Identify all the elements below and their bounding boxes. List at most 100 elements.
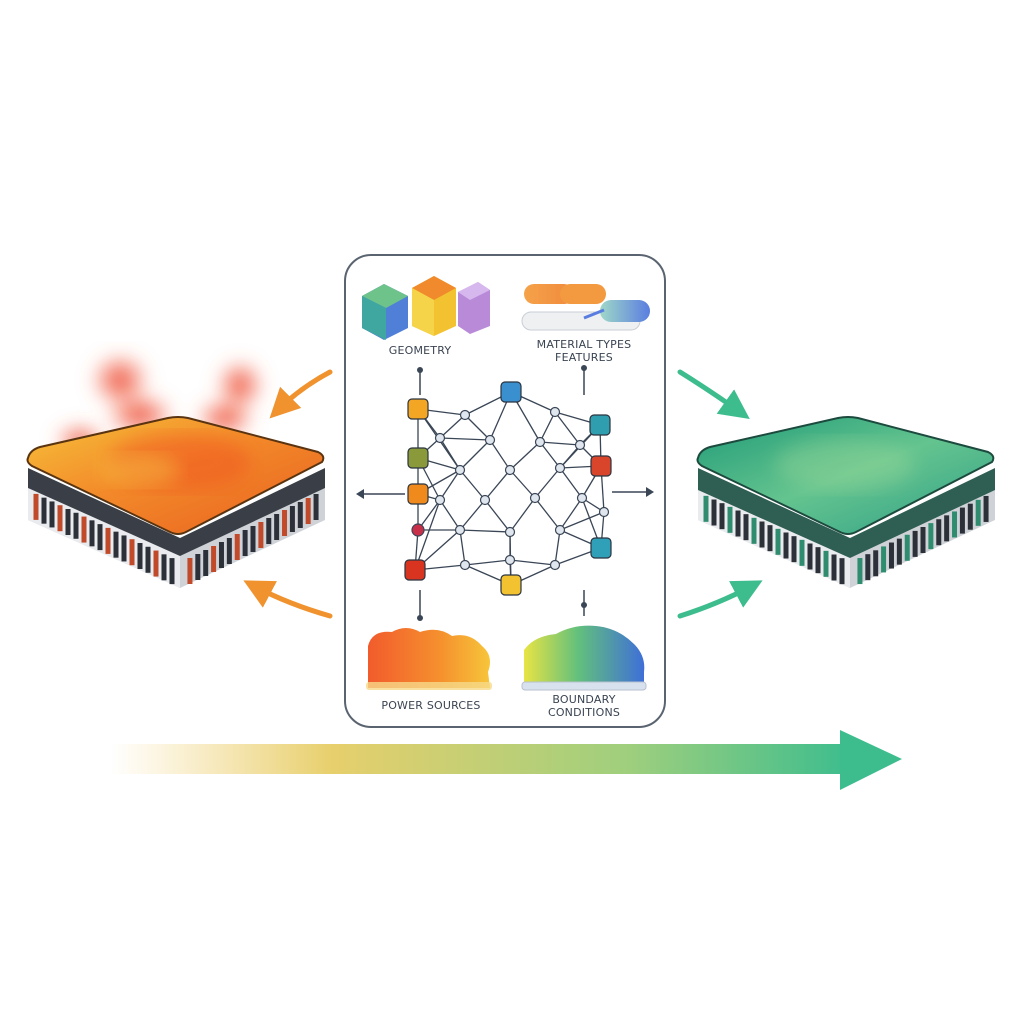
network-node bbox=[549, 406, 561, 418]
chip-pin bbox=[839, 558, 845, 585]
network-edge bbox=[554, 411, 581, 446]
chip-pins bbox=[33, 493, 175, 585]
chip-pin bbox=[735, 510, 741, 537]
network-edge bbox=[484, 469, 511, 501]
chip-pin bbox=[873, 550, 879, 577]
cube-blocks-icon bbox=[362, 276, 490, 340]
network-node bbox=[459, 409, 471, 421]
chip-pin bbox=[89, 520, 95, 547]
arrow-to-hot-chip-bottom bbox=[243, 580, 333, 619]
chip-pin bbox=[297, 502, 303, 528]
chip-pin bbox=[983, 495, 989, 522]
network-node bbox=[590, 455, 612, 477]
network-node bbox=[479, 494, 491, 506]
chip-pin bbox=[49, 501, 55, 528]
network-node bbox=[590, 537, 612, 559]
network-node bbox=[574, 439, 586, 451]
network-edge bbox=[539, 441, 561, 469]
chip-pin bbox=[313, 494, 319, 520]
chip-pins bbox=[187, 494, 319, 584]
chip-pin bbox=[211, 546, 217, 572]
network-node bbox=[554, 524, 566, 536]
chip-pin bbox=[73, 512, 79, 539]
chip-pin bbox=[137, 543, 143, 569]
network-edge bbox=[464, 414, 491, 441]
chip-pin bbox=[169, 558, 175, 585]
network-node bbox=[504, 554, 516, 566]
network-edge bbox=[509, 469, 536, 499]
network-edge bbox=[414, 499, 441, 571]
features-label: FEATURES bbox=[555, 351, 613, 364]
network-edge bbox=[459, 439, 491, 471]
chip-pin bbox=[195, 554, 201, 580]
chip-pin bbox=[187, 558, 193, 584]
hot-chip-icon bbox=[26, 352, 325, 588]
network-node bbox=[598, 506, 610, 518]
network-node bbox=[589, 414, 611, 436]
chip-pin bbox=[881, 546, 887, 573]
chip-pin bbox=[751, 517, 757, 544]
chip-pin bbox=[97, 524, 103, 551]
chip-pin bbox=[250, 526, 256, 552]
network-nodes bbox=[404, 381, 612, 596]
chip-pin bbox=[711, 499, 717, 526]
network-edge bbox=[554, 529, 561, 566]
chip-pin bbox=[896, 538, 902, 565]
power-sources-label: POWER SOURCES bbox=[381, 699, 480, 712]
chip-pin bbox=[975, 499, 981, 526]
network-axis bbox=[360, 370, 650, 616]
chip-pin bbox=[242, 530, 248, 556]
network-edge bbox=[509, 441, 541, 471]
chip-pin bbox=[936, 519, 942, 546]
network-edge bbox=[559, 497, 583, 531]
network-node bbox=[484, 434, 496, 446]
chip-pin bbox=[203, 550, 209, 576]
chip-pin bbox=[226, 538, 232, 564]
network-edge bbox=[539, 411, 556, 443]
chip-pin bbox=[831, 554, 837, 581]
chip-pin bbox=[815, 547, 821, 574]
network-node bbox=[504, 526, 516, 538]
chip-pin bbox=[234, 534, 240, 560]
chip-pin bbox=[727, 506, 733, 533]
chip-pin bbox=[153, 550, 159, 577]
chip-pin bbox=[65, 509, 71, 535]
network-node bbox=[411, 523, 425, 537]
network-edge bbox=[459, 529, 466, 566]
chip-pin bbox=[791, 536, 797, 563]
network-node bbox=[500, 574, 522, 596]
network-node bbox=[554, 462, 566, 474]
network-edge bbox=[489, 439, 511, 471]
chip-pin bbox=[857, 558, 863, 585]
arrow-to-cool-chip-top bbox=[677, 369, 750, 419]
chip-pin bbox=[767, 525, 773, 552]
network-node bbox=[407, 447, 429, 469]
cooled-chip-icon bbox=[696, 416, 995, 588]
arrow-to-cool-chip-bottom bbox=[677, 580, 763, 619]
network-node bbox=[504, 464, 516, 476]
network-node bbox=[500, 381, 522, 403]
chip-pin bbox=[33, 493, 39, 520]
network-node bbox=[549, 559, 561, 571]
chip-pin bbox=[967, 503, 973, 530]
network-node bbox=[407, 398, 429, 420]
progression-arrow bbox=[110, 730, 902, 790]
network-node bbox=[434, 432, 446, 444]
network-edge bbox=[539, 441, 581, 446]
chip-pin bbox=[944, 515, 950, 542]
chip-pin bbox=[129, 539, 135, 566]
graph-network-icon bbox=[356, 365, 654, 621]
chip-pin bbox=[775, 528, 781, 555]
network-edge bbox=[439, 499, 461, 531]
chip-pin bbox=[81, 516, 87, 543]
network-node bbox=[459, 559, 471, 571]
chip-pin bbox=[305, 498, 311, 524]
chip-pin bbox=[743, 514, 749, 541]
conditions-label: CONDITIONS bbox=[548, 706, 620, 719]
network-edge bbox=[509, 559, 556, 566]
chip-pin bbox=[920, 527, 926, 553]
chip-pin bbox=[912, 530, 918, 557]
network-edge bbox=[439, 414, 466, 439]
geometry-label: GEOMETRY bbox=[389, 344, 452, 357]
network-edge bbox=[459, 529, 511, 533]
